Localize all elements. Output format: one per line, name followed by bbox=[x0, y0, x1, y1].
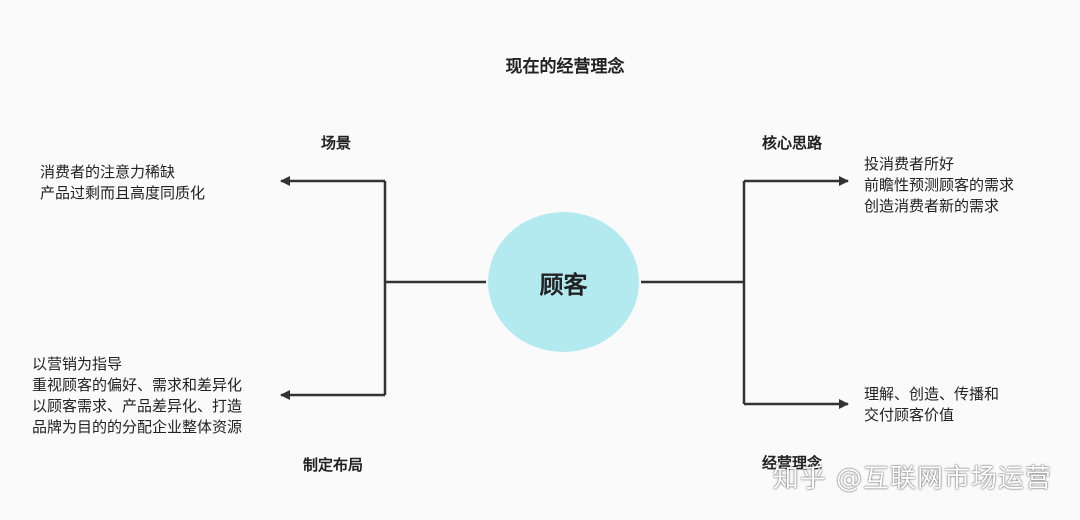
text-line: 理解、创造、传播和 bbox=[864, 385, 1000, 403]
text-line: 以营销为指导 bbox=[32, 355, 123, 373]
right-top-label: 核心思路 bbox=[762, 134, 823, 152]
right-bottom-label: 经营理念 bbox=[762, 454, 823, 472]
left-top-label: 场景 bbox=[321, 134, 352, 152]
diagram-title: 现在的经营理念 bbox=[505, 57, 625, 77]
text-line: 前瞻性预测顾客的需求 bbox=[864, 176, 1015, 194]
center-node: 顾客 bbox=[488, 212, 639, 352]
text-line: 产品过剩而且高度同质化 bbox=[40, 184, 206, 202]
center-node-label: 顾客 bbox=[539, 270, 588, 299]
text-line: 品牌为目的的分配企业整体资源 bbox=[32, 418, 243, 436]
left-bottom-text: 以营销为指导 重视顾客的偏好、需求和差异化 以顾客需求、产品差异化、打造 品牌为… bbox=[32, 354, 242, 438]
right-top-text: 投消费者所好 前瞻性预测顾客的需求 创造消费者新的需求 bbox=[864, 154, 1014, 217]
left-top-text: 消费者的注意力稀缺 产品过剩而且高度同质化 bbox=[40, 162, 205, 204]
text-line: 以顾客需求、产品差异化、打造 bbox=[32, 397, 243, 415]
text-line: 重视顾客的偏好、需求和差异化 bbox=[32, 376, 243, 394]
text-line: 投消费者所好 bbox=[864, 155, 955, 173]
right-bottom-text: 理解、创造、传播和 交付顾客价值 bbox=[864, 384, 999, 426]
text-line: 交付顾客价值 bbox=[864, 406, 955, 424]
watermark: 知乎 @互联网市场运营 bbox=[772, 464, 1052, 494]
text-line: 创造消费者新的需求 bbox=[864, 197, 1000, 215]
left-bottom-label: 制定布局 bbox=[303, 456, 364, 474]
text-line: 消费者的注意力稀缺 bbox=[40, 163, 176, 181]
